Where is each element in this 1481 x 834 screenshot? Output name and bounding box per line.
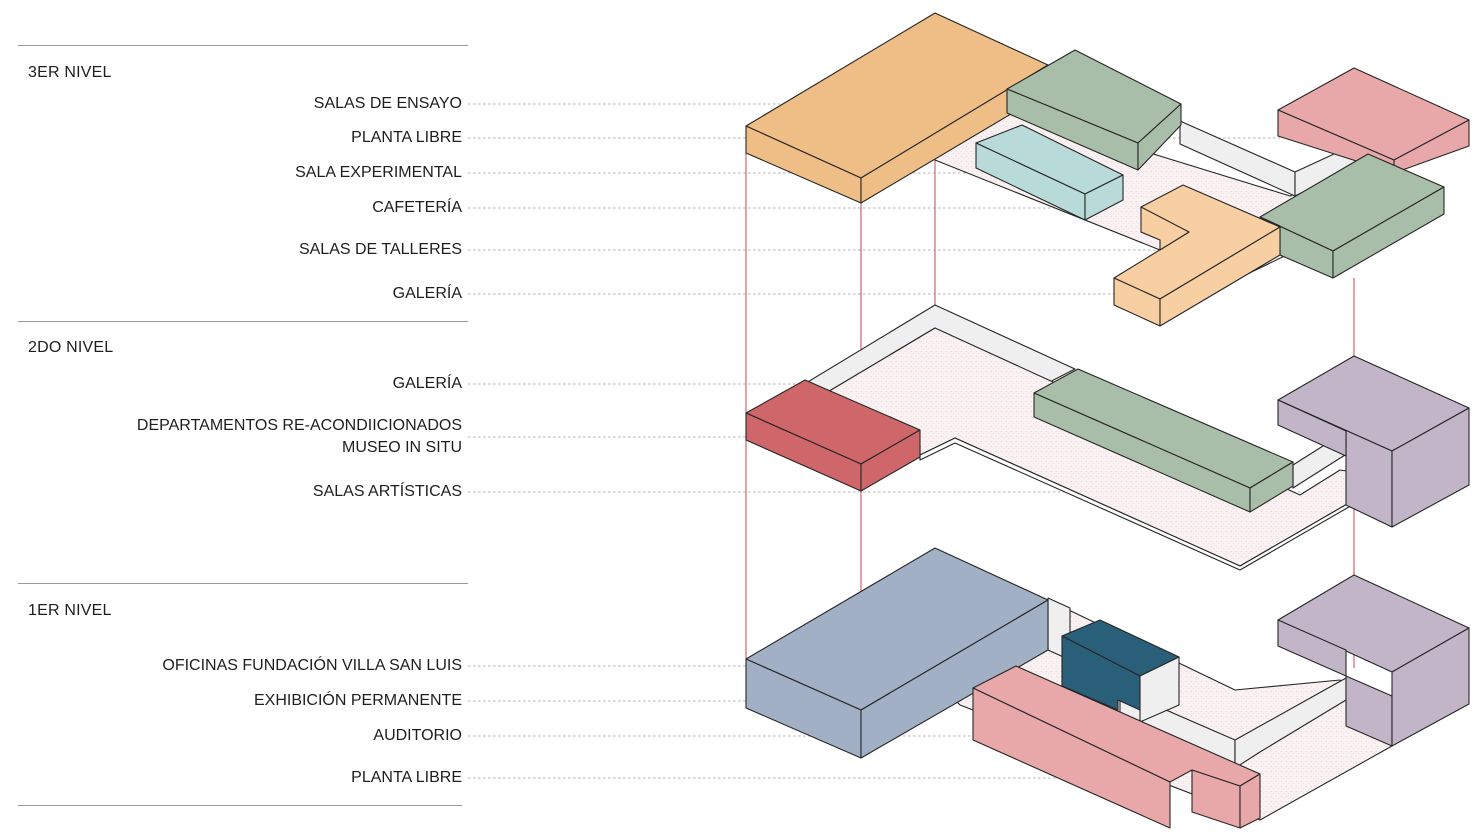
label-salas-artisticas: SALAS ARTÍSTICAS [312, 483, 462, 500]
label-exhibicion: EXHIBICIÓN PERMANENTE [253, 692, 462, 709]
level-rule-2 [18, 321, 468, 322]
level-2-massing [745, 304, 1470, 571]
label-galeria-2: GALERÍA [392, 375, 462, 392]
block-sage-3b-front [1259, 216, 1334, 279]
block-sage-2-side [1249, 461, 1294, 513]
level-rule-top [18, 45, 468, 46]
label-planta-libre-1: PLANTA LIBRE [351, 769, 462, 786]
block-sage-3b-side [1332, 186, 1445, 279]
level-1-title: 1ER NIVEL [28, 602, 112, 619]
label-departamentos: DEPARTAMENTOS RE-ACONDIICIONADOS [136, 417, 462, 434]
block-auditorio-side [1239, 773, 1261, 829]
label-oficinas: OFICINAS FUNDACIÓN VILLA SAN LUIS [162, 657, 462, 674]
block-cafeteria-side [1159, 226, 1281, 327]
level-3-title: 3ER NIVEL [28, 64, 112, 81]
block-departamentos-side [860, 429, 921, 492]
block-oficinas-side [860, 599, 1049, 759]
block-sala-experimental-side [1084, 174, 1124, 221]
level-2-title: 2DO NIVEL [28, 339, 114, 356]
label-salas-de-ensayo: SALAS DE ENSAYO [313, 95, 462, 112]
level-rule-bottom [18, 805, 462, 806]
label-sala-experimental: SALA EXPERIMENTAL [295, 164, 462, 181]
level-3-massing [745, 12, 1470, 327]
label-salas-de-talleres: SALAS DE TALLERES [298, 241, 462, 258]
block-mauve-2-front [1277, 399, 1347, 457]
block-sage-3a-side [1137, 103, 1182, 171]
level-rule-1 [18, 583, 468, 584]
block-cafeteria-inner [1140, 206, 1190, 251]
label-galeria-3: GALERÍA [392, 285, 462, 302]
block-exhibicion-side [1139, 656, 1180, 723]
label-cafeteria: CAFETERÍA [372, 199, 462, 216]
block-mauve-1-side [1391, 627, 1470, 747]
block-auditorio-front [972, 687, 1171, 829]
label-museo-in-situ: MUSEO IN SITU [341, 439, 462, 456]
level-1-massing [745, 547, 1470, 829]
label-planta-libre-3: PLANTA LIBRE [351, 129, 462, 146]
block-mauve-2-side [1391, 407, 1470, 528]
label-auditorio: AUDITORIO [373, 727, 462, 744]
